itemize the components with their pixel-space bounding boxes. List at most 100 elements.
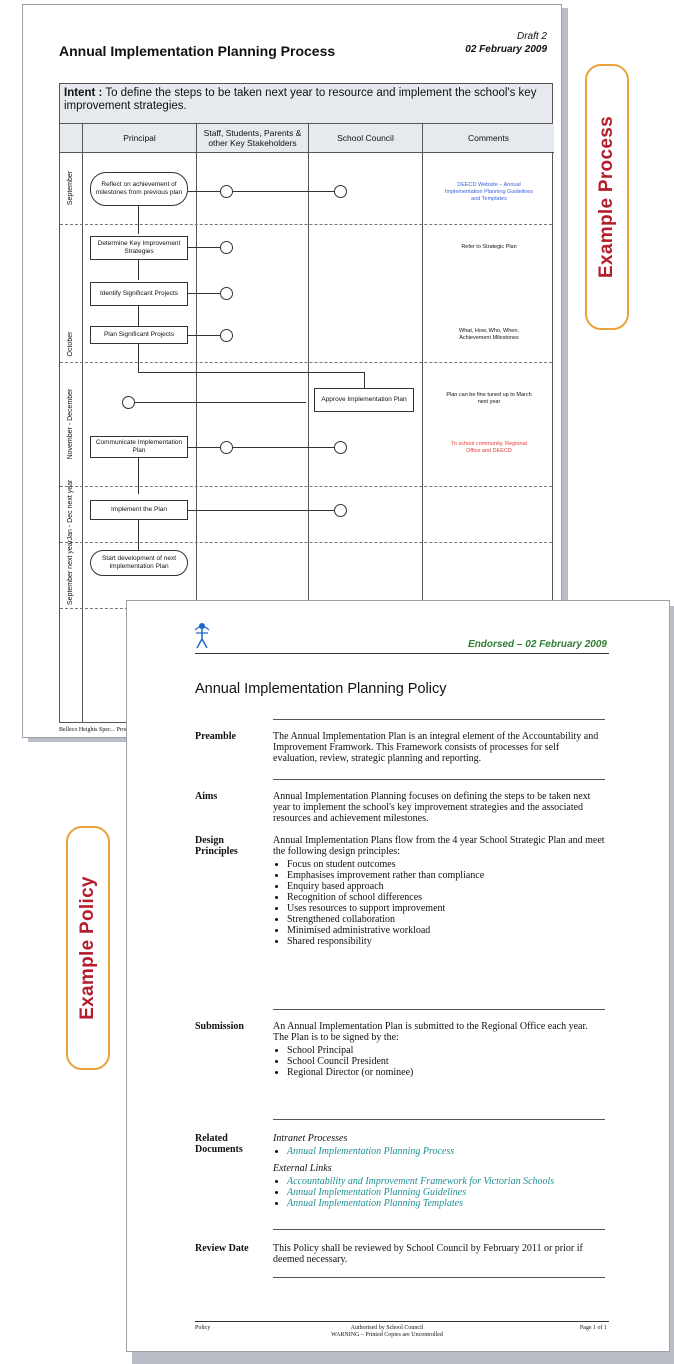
flow-line — [138, 510, 139, 550]
process-footer: Belleco Heights Spec... Process — [59, 727, 135, 733]
stakeholder-node — [220, 185, 233, 198]
step-approve: Approve Implementation Plan — [314, 388, 414, 412]
external-links: Accountability and Improvement Framework… — [273, 1176, 605, 1209]
review-date-text: This Policy shall be reviewed by School … — [273, 1243, 583, 1265]
link-process[interactable]: Annual Implementation Planning Process — [287, 1146, 455, 1157]
month-label: Jan - Dec next year — [67, 479, 74, 541]
stakeholder-node — [220, 441, 233, 454]
header-divider — [195, 653, 609, 654]
list-item: Strengthened collaboration — [287, 914, 605, 925]
footer-center: Authorised by School Council WARNING – P… — [307, 1325, 467, 1339]
month-label: September — [67, 170, 74, 206]
section-divider — [273, 779, 605, 780]
lane-divider — [422, 124, 423, 722]
list-item: Regional Director (or nominee) — [287, 1067, 605, 1078]
list-item: Minimised administrative workload — [287, 925, 605, 936]
footer-page-number: Page 1 of 1 — [579, 1325, 607, 1331]
section-divider — [273, 1229, 605, 1230]
design-principles-section: Annual Implementation Plans flow from th… — [273, 835, 605, 947]
step-identify: Identify Significant Projects — [90, 282, 188, 306]
month-label: October — [67, 331, 74, 357]
flow-line — [138, 306, 139, 326]
lane-principal: Principal — [82, 124, 196, 153]
list-item: Focus on student outcomes — [287, 859, 605, 870]
month-divider — [60, 224, 552, 225]
section-divider — [273, 719, 605, 720]
footer-left: Policy — [195, 1325, 211, 1331]
section-divider — [273, 1119, 605, 1120]
link-line — [188, 191, 340, 192]
related-documents-section: Intranet Processes Annual Implementation… — [273, 1133, 605, 1209]
link-templates[interactable]: Annual Implementation Planning Templates — [287, 1198, 464, 1209]
stakeholder-node — [220, 241, 233, 254]
design-principles-text: Annual Implementation Plans flow from th… — [273, 835, 605, 857]
badge-process-label: Example Process — [596, 116, 617, 278]
comment-strategic: Refer to Strategic Plan — [461, 244, 517, 250]
link-line — [188, 335, 226, 336]
process-flowchart: Intent : To define the steps to be taken… — [59, 83, 554, 723]
flow-line — [138, 372, 364, 373]
comment-community: To school community, Regional Office and… — [451, 441, 527, 454]
month-label: September next year — [67, 540, 74, 605]
list-item: Shared responsibility — [287, 936, 605, 947]
month-column-header — [60, 124, 82, 153]
step-determine: Determine Key Improvement Strategies — [90, 236, 188, 260]
month-divider — [60, 486, 552, 487]
step-communicate: Communicate Implementation Plan — [90, 436, 188, 458]
step-implement: Implement the Plan — [90, 500, 188, 520]
list-item: School Principal — [287, 1045, 605, 1056]
policy-title: Annual Implementation Planning Policy — [195, 681, 447, 697]
footer-warning: WARNING – Printed Copies are Uncontrolle… — [331, 1332, 443, 1338]
link-line — [188, 510, 340, 511]
stakeholder-node — [220, 287, 233, 300]
stakeholder-node — [220, 329, 233, 342]
intent-label: Intent : — [64, 87, 103, 99]
process-draft-label: Draft 2 02 February 2009 — [465, 30, 547, 56]
intranet-links: Annual Implementation Planning Process — [273, 1146, 605, 1157]
comment-milestones: What, How, Who, When, Achievement Milest… — [459, 328, 519, 341]
submission-text: An Annual Implementation Plan is submitt… — [273, 1021, 588, 1043]
submission-section: An Annual Implementation Plan is submitt… — [273, 1021, 605, 1078]
link-guidelines[interactable]: Annual Implementation Planning Guideline… — [287, 1187, 467, 1198]
step-reflect: Reflect on achievement of milestones fro… — [90, 172, 188, 206]
design-principles-list: Focus on student outcomes Emphasises imp… — [273, 859, 605, 947]
step-plan: Plan Significant Projects — [90, 326, 188, 344]
council-node — [334, 441, 347, 454]
draft-label: Draft 2 — [516, 31, 547, 42]
badge-policy-label: Example Policy — [77, 876, 98, 1020]
submission-label: Submission — [195, 1021, 244, 1032]
footer-divider — [195, 1321, 609, 1322]
list-item: Emphasises improvement rather than compl… — [287, 870, 605, 881]
step-start-next: Start development of next Implementation… — [90, 550, 188, 576]
flow-line — [138, 204, 139, 234]
flow-line — [138, 344, 139, 372]
comment-fine-tune: Plan can be fine tuned up to March next … — [446, 392, 532, 405]
flow-line — [364, 372, 365, 388]
process-document: Annual Implementation Planning Process D… — [22, 4, 562, 738]
badge-example-process: Example Process — [585, 64, 629, 330]
review-date-label: Review Date — [195, 1243, 249, 1254]
principal-node — [122, 396, 135, 409]
list-item: Recognition of school differences — [287, 892, 605, 903]
intent-text: To define the steps to be taken next yea… — [64, 87, 537, 112]
month-divider — [60, 362, 552, 363]
link-line — [188, 447, 340, 448]
lane-divider — [82, 124, 83, 722]
section-divider — [273, 1009, 605, 1010]
school-logo-icon — [194, 623, 210, 649]
aims-label: Aims — [195, 791, 218, 802]
process-title: Annual Implementation Planning Process — [59, 43, 336, 59]
submission-list: School Principal School Council Presiden… — [273, 1045, 605, 1078]
related-documents-label: Related Documents — [195, 1133, 243, 1155]
council-node — [334, 185, 347, 198]
endorsed-date: Endorsed – 02 February 2009 — [468, 639, 607, 650]
flow-line — [138, 456, 139, 494]
comment-deecd: DEECD Website – Annual Implementation Pl… — [444, 182, 534, 202]
flow-line — [138, 260, 139, 280]
lane-divider — [196, 124, 197, 722]
section-divider — [273, 1277, 605, 1278]
list-item: Uses resources to support improvement — [287, 903, 605, 914]
intranet-label: Intranet Processes — [273, 1133, 348, 1144]
month-divider — [60, 542, 552, 543]
link-framework[interactable]: Accountability and Improvement Framework… — [287, 1176, 555, 1187]
